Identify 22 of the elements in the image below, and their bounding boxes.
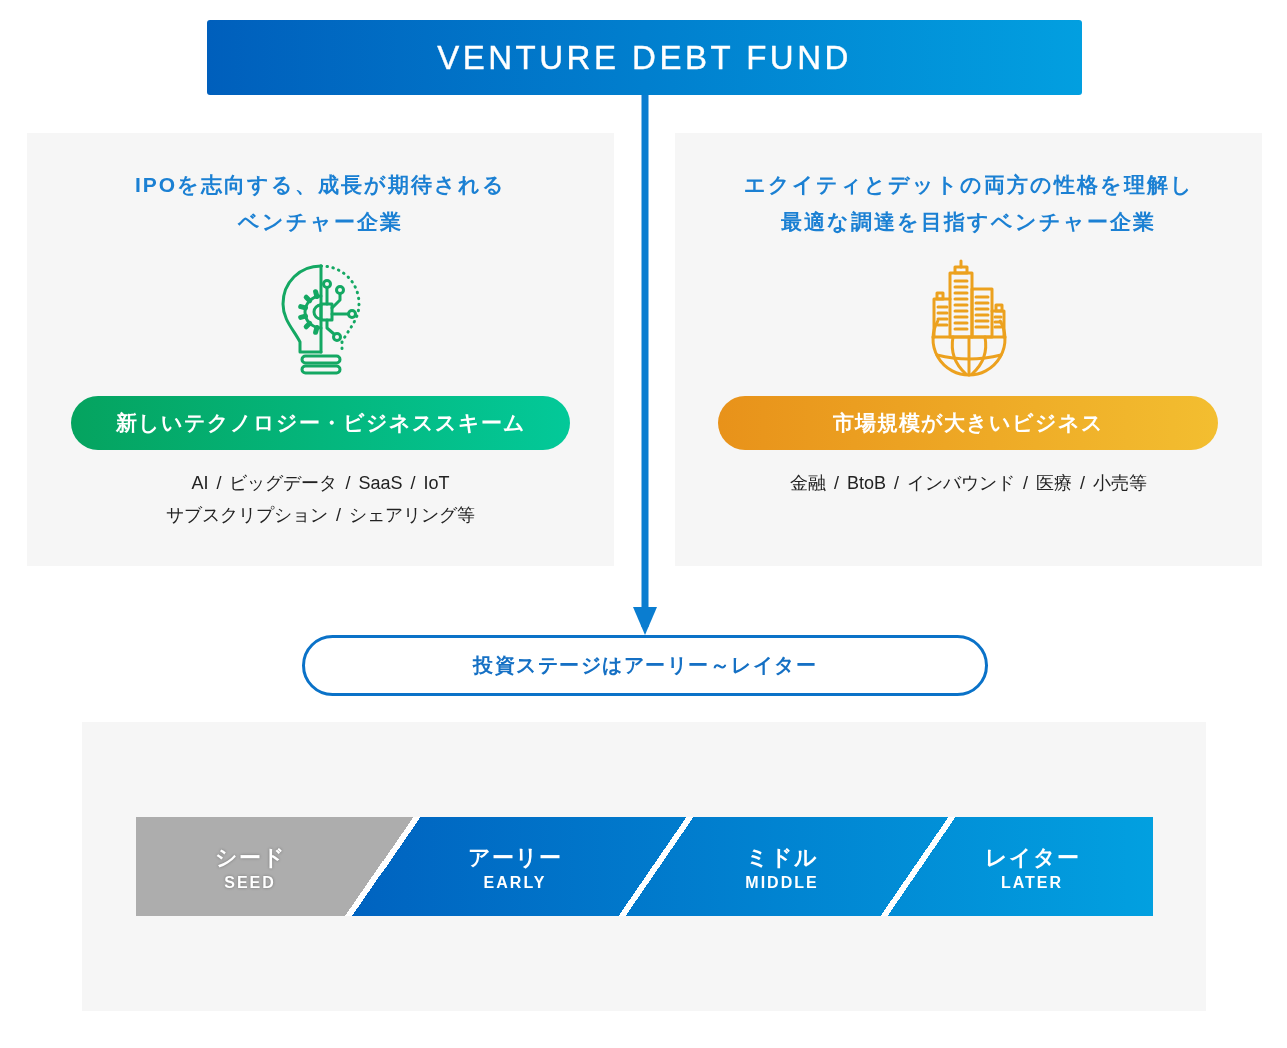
stage-name: ミドル xyxy=(746,845,818,870)
arrow xyxy=(633,95,657,635)
panel-heading: IPOを志向する、成長が期待されるベンチャー企業 xyxy=(134,173,507,233)
stage-name-en: MIDDLE xyxy=(745,874,819,891)
stage-name: シード xyxy=(214,845,286,870)
stage-name-en: LATER xyxy=(1000,874,1064,891)
title-banner: VENTURE DEBT FUND xyxy=(207,20,1082,95)
stage-segment xyxy=(917,817,1153,916)
category-panel xyxy=(675,133,1262,566)
category-panel xyxy=(27,133,614,566)
stage-segment xyxy=(136,817,383,916)
stage-panel xyxy=(82,722,1206,1011)
panel-heading: エクイティとデットの両方の性格を理解し最適な調達を目指すベンチャー企業 xyxy=(743,173,1194,233)
stage-range-banner: 投資ステージはアーリー～レイター xyxy=(302,635,988,696)
category-banner: 市場規模が大きいビジネス xyxy=(718,396,1218,450)
keyword-list: 金融 / BtoB / インバウンド / 医療 / 小売等 xyxy=(789,473,1147,493)
stage-name-en: EARLY xyxy=(483,874,547,891)
category-banner: 新しいテクノロジー・ビジネススキーム xyxy=(71,396,570,450)
stage-name: アーリー xyxy=(468,845,562,870)
stage-name-en: SEED xyxy=(224,874,276,891)
keyword-list: AI / ビッグデータ / SaaS / IoT サブスクリプション / シェアリング等 xyxy=(166,473,475,525)
stage-name: レイター xyxy=(984,845,1080,870)
